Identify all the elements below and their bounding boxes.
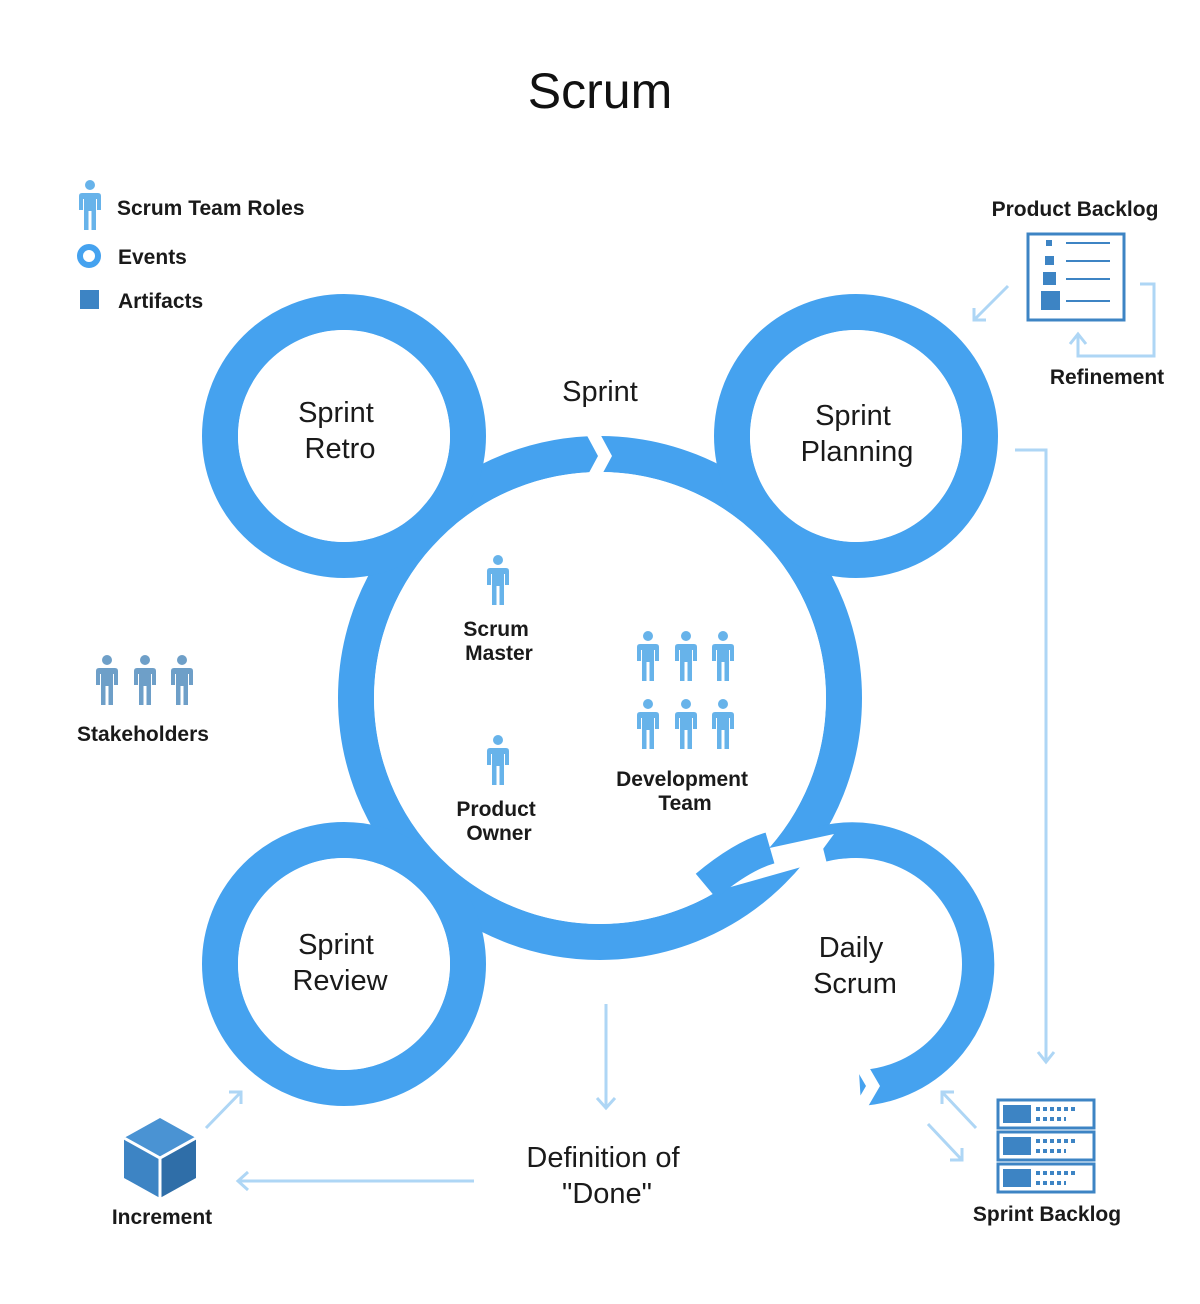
daily-scrum-chevron [852,1062,880,1110]
scrum-master-role: Scrum Master [463,555,534,665]
sprint-backlog: Sprint Backlog [973,1098,1121,1226]
increment: Increment [112,1118,212,1229]
daily-scrum-sync-arrow-down [926,1122,964,1162]
done-to-increment-arrow [235,1170,474,1192]
daily-scrum-connector [695,832,775,899]
sprint-review-ring [202,822,486,1106]
product-owner-role: Product Owner [456,735,541,845]
stakeholders: Stakeholders [77,655,209,746]
svg-text:Product Owner: Product Owner [456,798,541,845]
checklist-icon [1026,232,1126,322]
legend-events-label: Events [118,246,187,269]
server-stack-icon [996,1098,1096,1194]
cube-icon [123,1118,197,1198]
sprint-planning-label: Sprint Planning [801,400,914,468]
legend-roles-label: Scrum Team Roles [117,197,305,220]
svg-text:Scrum Master: Scrum Master [463,618,534,665]
planning-to-sprint-backlog-arrow [1015,448,1056,1065]
sprint-to-done-arrow [595,1004,617,1111]
stakeholders-label: Stakeholders [77,723,209,746]
daily-scrum-label: Daily Scrum [813,932,897,1000]
person-icon [134,655,156,705]
page-title: Scrum [528,63,672,119]
increment-to-review-arrow [204,1090,243,1130]
sprint-chevron [584,430,612,482]
product-backlog-label: Product Backlog [992,198,1159,221]
development-team-role: Development Team [616,631,754,815]
person-icon [171,655,193,705]
daily-scrum-sync-arrow-up [940,1090,978,1130]
sprint-planning-ring [714,294,998,578]
increment-label: Increment [112,1206,212,1229]
svg-text:Development Team: Development Team [616,768,754,815]
sprint-label: Sprint [562,376,638,408]
legend-artifacts-label: Artifacts [118,290,203,313]
daily-scrum-ring [817,822,995,1106]
sprint-review-label: Sprint Review [292,929,388,997]
definition-of-done-label: Definition of "Done" [526,1142,687,1210]
ring-icon [77,244,101,268]
refinement-label: Refinement [1050,366,1164,389]
backlog-to-planning-arrow [972,284,1010,322]
person-icon [79,180,101,230]
sprint-retro-label: Sprint Retro [298,397,382,465]
refinement-loop-arrow [1068,282,1156,358]
product-backlog: Product Backlog Refinement [992,198,1165,389]
legend: Scrum Team Roles Events Artifacts [77,180,305,313]
person-icon [96,655,118,705]
sprint-retro-ring [202,294,486,578]
square-icon [80,290,99,309]
sprint-backlog-label: Sprint Backlog [973,1203,1121,1226]
flow-arrows [204,284,1056,1192]
